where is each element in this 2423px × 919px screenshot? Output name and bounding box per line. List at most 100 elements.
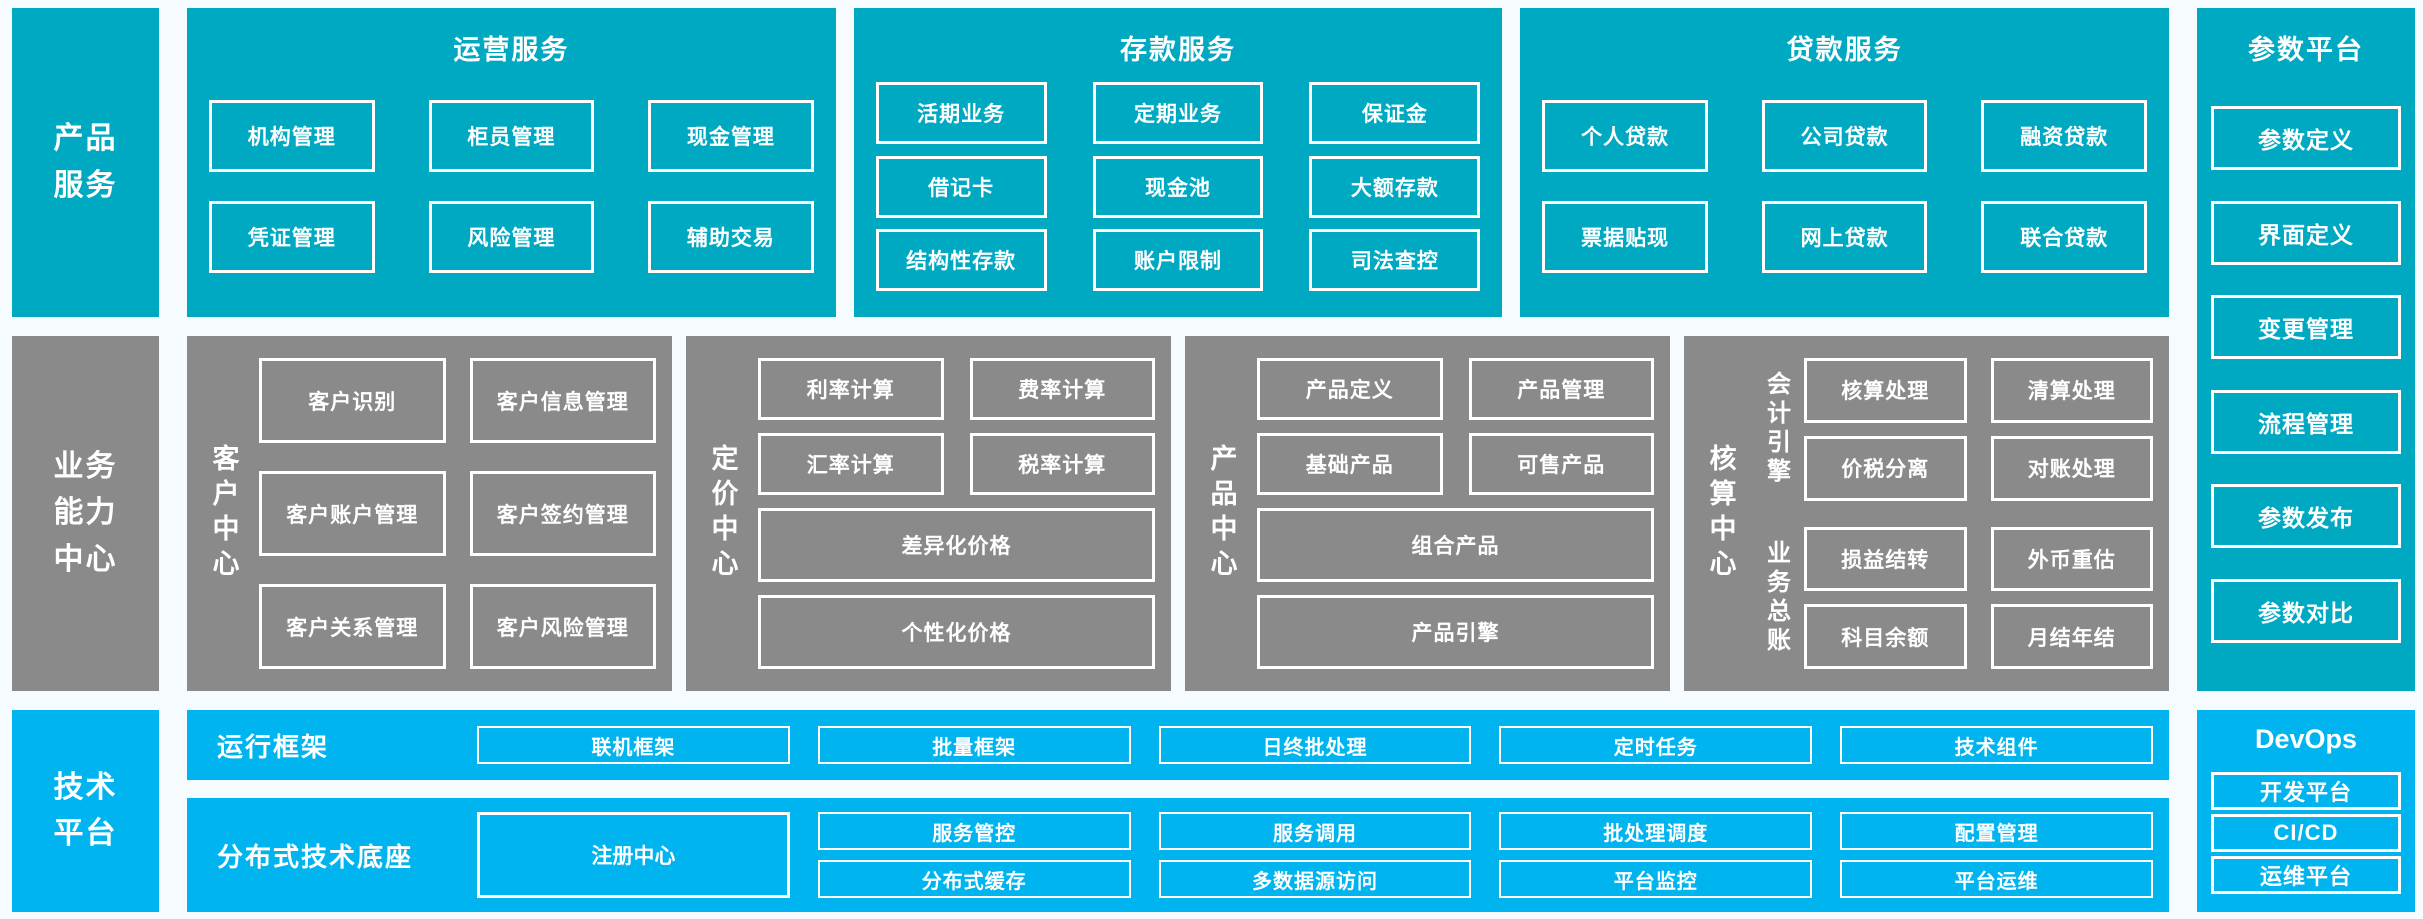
item-box: 科目余额 [1804,604,1967,669]
subgroup-business-ledger: 业务总账 损益结转外币重估科目余额月结年结 [1756,526,2153,669]
item-box: 技术组件 [1840,726,2153,764]
item-box: 现金管理 [648,99,814,172]
panel-pricing-center: 定价中心 利率计算费率计算汇率计算税率计算 差异化价格 个性化价格 [686,336,1171,691]
item-box: 风险管理 [428,201,595,274]
item-box: 服务调用 [1158,812,1472,850]
parameter-items: 参数定义界面定义变更管理流程管理参数发布参数对比 [2211,76,2401,673]
group-loan-services: 贷款服务 个人贷款公司贷款融资贷款票据贴现网上贷款联合贷款 [1520,8,2170,317]
subgroup-vertical-label: 业务总账 [1762,539,1790,656]
subgroup-accounting-engine: 会计引擎 核算处理清算处理价税分离对账处理 [1756,358,2153,501]
item-box: 网上贷款 [1761,201,1928,274]
item-box: 辅助交易 [648,201,814,274]
panel-title: DevOps [2254,724,2358,754]
panel-accounting-center: 核算中心 会计引擎 核算处理清算处理价税分离对账处理 业务总账 损益结转外币重估… [1684,336,2169,691]
item-box: 基础产品 [1257,432,1443,495]
item-box: 分布式缓存 [817,860,1131,898]
item-box: 多数据源访问 [1158,860,1472,898]
item-box: 参数发布 [2211,484,2401,549]
item-box: 核算处理 [1804,358,1967,423]
group-title: 运营服务 [453,35,570,65]
item-box: 对账处理 [1990,435,2153,501]
item-box: 界面定义 [2211,200,2401,265]
item-box-wide: 产品引擎 [1257,594,1654,669]
item-box: 流程管理 [2211,389,2401,454]
item-box-wide: 差异化价格 [758,507,1155,582]
item-box: 月结年结 [1990,604,2153,669]
item-box: 汇率计算 [758,432,944,495]
item-box: 日终批处理 [1158,726,1472,764]
item-box: 客户识别 [259,358,446,443]
item-box: 产品定义 [1257,358,1443,420]
panel-vertical-label: 核算中心 [1705,443,1736,584]
item-box: 机构管理 [209,99,375,172]
parameter-platform-panel: 参数平台 参数定义界面定义变更管理流程管理参数发布参数对比 [2197,8,2415,691]
item-box: 票据贴现 [1542,201,1708,274]
operations-items: 机构管理柜员管理现金管理凭证管理风险管理辅助交易 [209,70,814,303]
item-box: 凭证管理 [209,201,375,274]
group-title: 贷款服务 [1786,35,1903,65]
panel-vertical-label: 定价中心 [707,443,738,584]
item-box: 账户限制 [1092,229,1264,292]
row-label-tech-platform: 技术 平台 [12,710,159,912]
item-box: 配置管理 [1840,812,2153,850]
item-box: 变更管理 [2211,295,2401,360]
item-box: 客户关系管理 [259,584,446,669]
panel-vertical-label: 客户中心 [208,443,239,584]
pricing-pair-items: 利率计算费率计算汇率计算税率计算 [758,358,1155,495]
item-box: 外币重估 [1990,526,2153,592]
deposit-items: 活期业务定期业务保证金借记卡现金池大额存款结构性存款账户限制司法查控 [875,70,1481,303]
item-box: 平台运维 [1840,860,2153,898]
item-box: 结构性存款 [875,229,1047,292]
item-box: 平台监控 [1499,860,1813,898]
band-label: 运行框架 [217,731,330,762]
customer-items: 客户识别客户信息管理客户账户管理客户签约管理客户关系管理客户风险管理 [259,358,656,669]
ledger-items: 损益结转外币重估科目余额月结年结 [1804,526,2153,669]
product-services-row: 运营服务 机构管理柜员管理现金管理凭证管理风险管理辅助交易 存款服务 活期业务定… [187,8,2170,317]
band-distributed-base: 分布式技术底座 注册中心 服务管控服务调用批处理调度配置管理分布式缓存多数据源访… [187,798,2169,912]
item-box: 税率计算 [969,432,1155,495]
row-label-capability-center: 业务 能力 中心 [12,336,159,691]
group-operations-services: 运营服务 机构管理柜员管理现金管理凭证管理风险管理辅助交易 [187,8,836,317]
item-box: 费率计算 [969,358,1155,420]
tech-platform-row: 运行框架 联机框架批量框架日终批处理定时任务技术组件 分布式技术底座 注册中心 … [187,710,2169,912]
item-box: 保证金 [1309,81,1481,144]
item-box: 客户信息管理 [469,358,656,443]
item-box: 定期业务 [1092,81,1264,144]
group-title: 存款服务 [1120,35,1236,65]
engine-items: 核算处理清算处理价税分离对账处理 [1804,358,2153,501]
devops-panel: DevOps 开发平台 CI/CD 运维平台 [2197,710,2415,912]
devops-items: 开发平台 CI/CD 运维平台 [2211,768,2401,898]
item-box: 运维平台 [2211,856,2401,894]
item-box: 服务管控 [817,812,1131,850]
item-box: 融资贷款 [1981,99,2148,172]
item-box: 参数对比 [2211,578,2401,643]
item-box: 客户账户管理 [259,471,446,556]
item-box: 可售产品 [1468,432,1654,495]
group-deposit-services: 存款服务 活期业务定期业务保证金借记卡现金池大额存款结构性存款账户限制司法查控 [853,8,1503,317]
item-box: 公司贷款 [1761,99,1928,172]
row-label-product-services: 产品 服务 [12,8,159,317]
band-runtime-framework: 运行框架 联机框架批量框架日终批处理定时任务技术组件 [187,710,2169,780]
item-box: 个人贷款 [1542,99,1708,172]
item-box: 联合贷款 [1981,201,2148,274]
item-box: 现金池 [1092,155,1264,218]
loan-items: 个人贷款公司贷款融资贷款票据贴现网上贷款联合贷款 [1542,70,2148,303]
item-box: 借记卡 [875,155,1047,218]
item-box: 客户签约管理 [469,471,656,556]
item-box: CI/CD [2211,814,2401,852]
item-box: 大额存款 [1309,155,1481,218]
item-box-wide: 个性化价格 [758,594,1155,669]
product-pair-items: 产品定义产品管理基础产品可售产品 [1257,358,1654,495]
item-box: 客户风险管理 [469,584,656,669]
item-box: 司法查控 [1309,229,1481,292]
item-box: 活期业务 [875,81,1047,144]
panel-customer-center: 客户中心 客户识别客户信息管理客户账户管理客户签约管理客户关系管理客户风险管理 [187,336,672,691]
item-box: 利率计算 [758,358,944,420]
item-box: 批处理调度 [1499,812,1813,850]
item-box: 清算处理 [1990,358,2153,423]
item-box: 价税分离 [1804,435,1967,501]
item-box: 开发平台 [2211,772,2401,810]
item-box: 定时任务 [1499,726,1813,764]
item-box: 参数定义 [2211,106,2401,171]
